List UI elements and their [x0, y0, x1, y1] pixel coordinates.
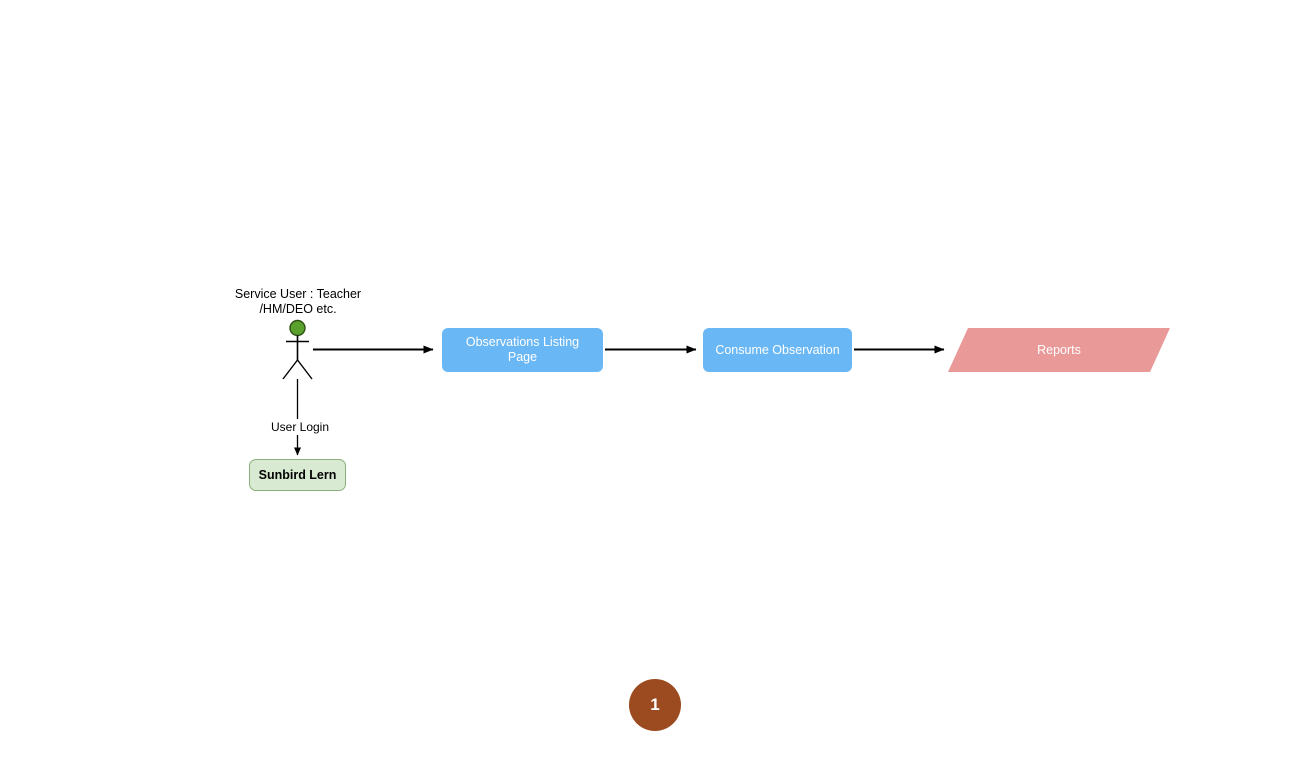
reports-shape[interactable] — [948, 328, 1170, 372]
node-reports-label: Reports — [1037, 343, 1081, 357]
actor-leg-left — [282, 359, 299, 380]
node-consume-observation[interactable]: Consume Observation — [703, 328, 852, 372]
node-sunbird-lern[interactable]: Sunbird Lern — [249, 459, 346, 491]
node-reports[interactable]: Reports — [948, 328, 1170, 372]
actor-label: Service User : Teacher /HM/DEO etc. — [234, 287, 362, 316]
actor-leg-right — [296, 359, 313, 380]
page-number-badge-value: 1 — [650, 695, 660, 714]
edge-label-user-login: User Login — [255, 420, 345, 434]
page-number-badge: 1 — [629, 679, 681, 731]
node-observations-listing-page-label: Observations Listing Page — [465, 335, 580, 364]
node-sunbird-lern-label: Sunbird Lern — [258, 468, 337, 482]
node-consume-observation-label: Consume Observation — [715, 342, 840, 357]
actor-head-icon — [289, 319, 306, 337]
actor-figure[interactable] — [282, 319, 313, 380]
node-observations-listing-page[interactable]: Observations Listing Page — [442, 328, 603, 372]
